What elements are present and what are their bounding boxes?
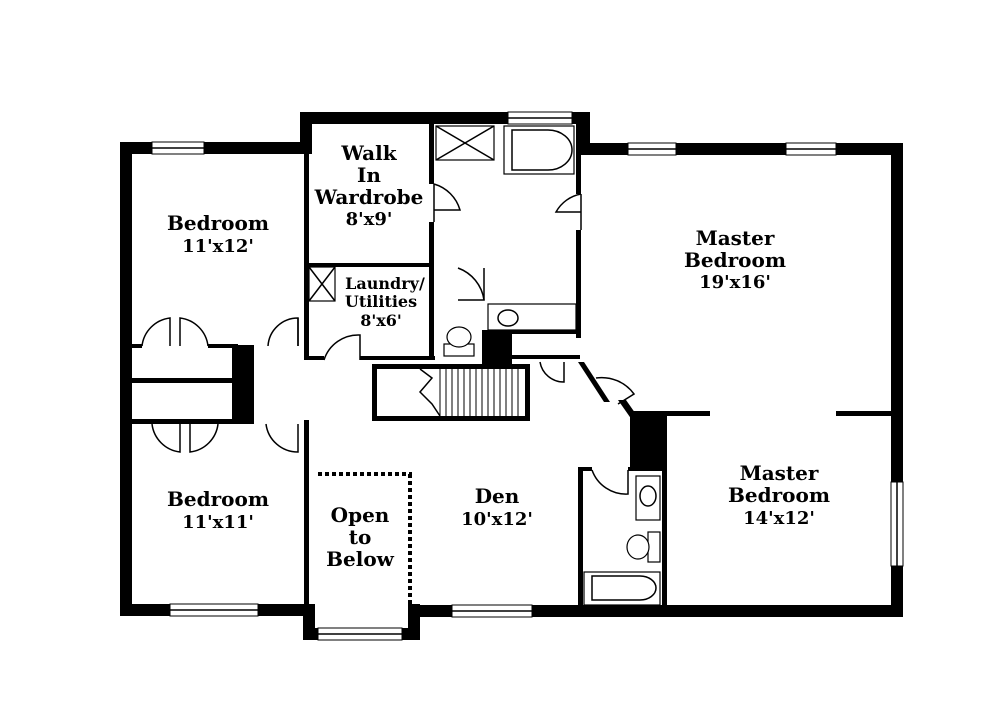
bedroom-2-name: Bedroom [167,487,269,511]
doors [141,183,636,495]
interior-walls [132,124,892,606]
walk-in-line1: Walk [340,141,397,165]
bathtub-icon [503,125,575,175]
toilet-tank [647,531,661,563]
open-line1: Open [331,503,390,527]
staircase [418,368,519,417]
sink-icon [639,485,657,507]
open-line3: Below [326,547,395,571]
open-to-below-railing [318,472,412,604]
laundry-line2: Utilities [345,292,417,311]
bedroom-1-name: Bedroom [167,211,269,235]
bedroom-1-dims: 11'x12' [182,236,254,257]
den-dims: 10'x12' [461,509,533,530]
laundry-dims: 8'x6' [360,311,402,330]
master-1-line2: Bedroom [684,248,786,272]
laundry-line1: Laundry/ [345,274,425,293]
walk-in-dims: 8'x9' [346,209,393,230]
open-line2: to [349,525,372,549]
toilet-icon [626,534,650,560]
master-1-line1: Master [696,226,775,250]
bedroom-2-dims: 11'x11' [182,512,254,533]
vanity-counter [487,303,577,331]
den-name: Den [475,484,520,508]
walk-in-line2: In [357,163,381,187]
master-2-line2: Bedroom [728,483,830,507]
room-labels: Bedroom 11'x12' Bedroom 11'x11' Walk In … [167,141,830,571]
fixtures [308,125,661,606]
master-2-line1: Master [740,461,819,485]
windows [151,111,904,641]
toilet-icon [446,326,472,348]
master-1-dims: 19'x16' [699,272,771,293]
master-2-dims: 14'x12' [743,508,815,529]
walk-in-line3: Wardrobe [314,185,424,209]
sink-icon [497,309,519,327]
